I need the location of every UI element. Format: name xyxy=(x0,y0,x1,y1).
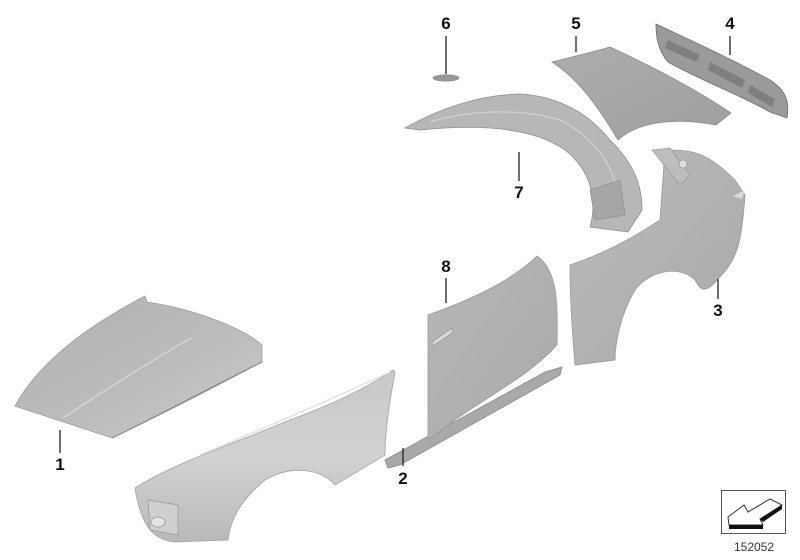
top-cover-part xyxy=(403,93,643,233)
callout-4-trunk-lid-inner: 4 xyxy=(725,14,735,33)
callout-8-door: 8 xyxy=(441,257,451,276)
direction-arrow-icon xyxy=(727,498,784,529)
trunk-lid-inner-part xyxy=(655,23,789,119)
trunk-lid-outer-part xyxy=(551,46,732,141)
callout-5-trunk-lid-outer: 5 xyxy=(571,14,581,33)
front-side-panel-part xyxy=(134,366,563,543)
leader-lines xyxy=(59,36,731,466)
callout-1-hood: 1 xyxy=(55,455,65,474)
hood-part xyxy=(14,295,263,439)
door-part xyxy=(427,255,558,441)
diagram-reference-number: 152052 xyxy=(733,540,775,554)
callout-6-emblem: 6 xyxy=(441,14,451,33)
emblem-part xyxy=(432,74,460,82)
callout-3-rear-side-panel: 3 xyxy=(713,301,723,320)
callout-2-front-side-panel: 2 xyxy=(398,469,408,488)
orientation-arrow-box xyxy=(721,490,786,534)
callout-7-top-cover: 7 xyxy=(514,183,524,202)
rear-side-panel-part xyxy=(569,147,746,366)
